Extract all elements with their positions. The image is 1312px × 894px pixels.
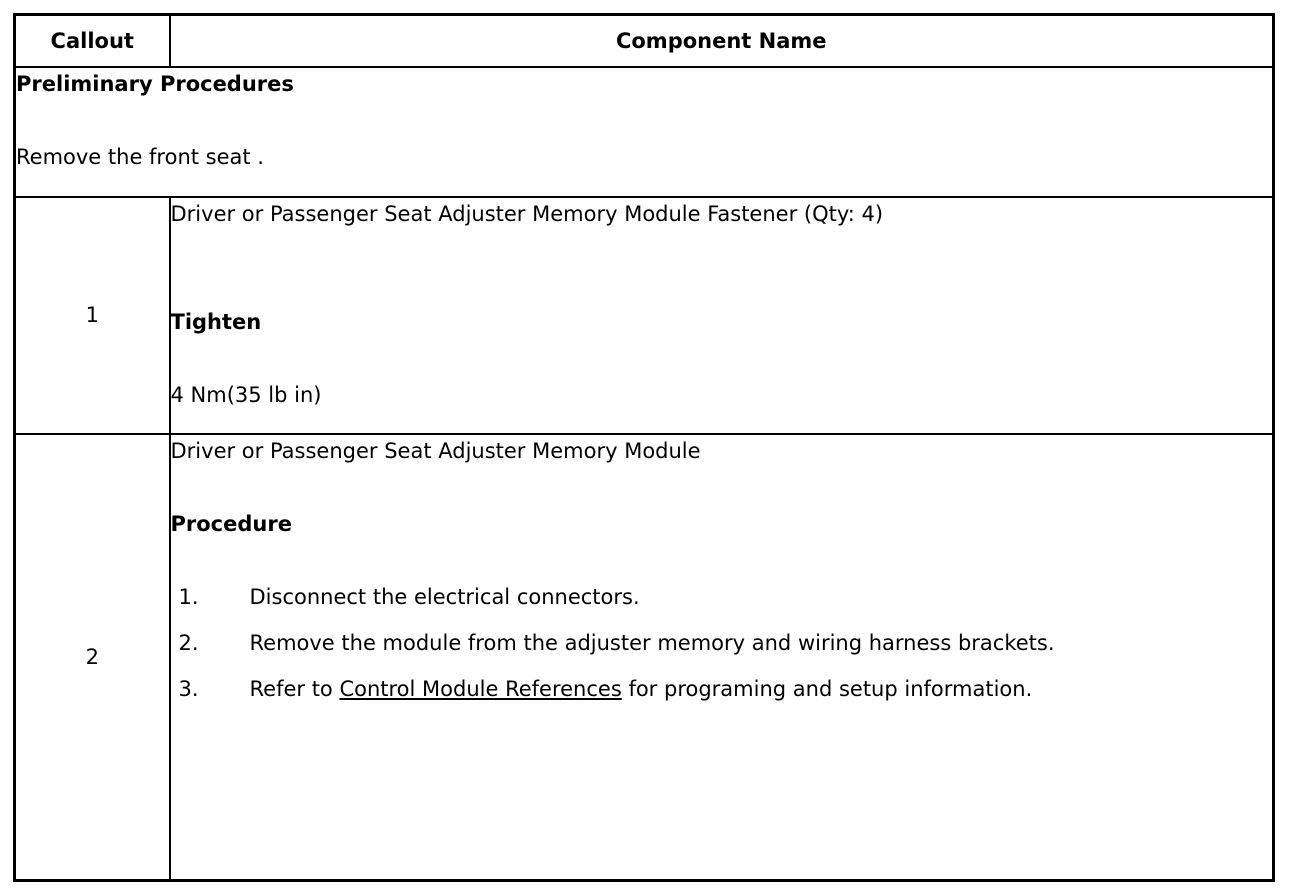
step-2-text: Remove the module from the adjuster memo… — [249, 630, 1055, 655]
torque-spec: 4 Nm(35 lb in) — [170, 382, 322, 407]
procedure-steps-list: 1. Disconnect the electrical connectors.… — [171, 581, 1273, 706]
procedure-step-3: 3. Refer to Control Module References fo… — [171, 673, 1273, 706]
step-1-text: Disconnect the electrical connectors. — [249, 584, 640, 609]
component-cell-1: Driver or Passenger Seat Adjuster Memory… — [168, 195, 1275, 435]
procedure-step-1: 1. Disconnect the electrical connectors. — [171, 581, 1273, 614]
callout-number-1: 1 — [13, 195, 171, 435]
step-text-3: Refer to Control Module References for p… — [250, 673, 1273, 706]
callout-number-2: 2 — [13, 432, 171, 882]
callout-row-1: 1 Driver or Passenger Seat Adjuster Memo… — [13, 195, 1275, 435]
procedure-heading: Procedure — [170, 511, 292, 536]
preliminary-procedures-title: Preliminary Procedures — [16, 71, 294, 96]
component-name-2: Driver or Passenger Seat Adjuster Memory… — [170, 438, 701, 463]
step-text-1: Disconnect the electrical connectors. — [250, 581, 1273, 614]
step-number-3: 3. — [178, 676, 199, 701]
procedure-step-2: 2. Remove the module from the adjuster m… — [171, 627, 1273, 660]
component-name-1: Driver or Passenger Seat Adjuster Memory… — [170, 201, 884, 226]
component-column-header: Component Name — [168, 13, 1275, 68]
control-module-references-link[interactable]: Control Module References — [339, 676, 622, 701]
component-cell-2: Driver or Passenger Seat Adjuster Memory… — [168, 432, 1275, 882]
step-3-text-after-link: for programing and setup information. — [621, 676, 1033, 701]
preliminary-procedures-cell: Preliminary Procedures Remove the front … — [13, 65, 1275, 198]
callout-column-header: Callout — [13, 13, 171, 68]
tighten-heading: Tighten — [170, 309, 262, 334]
component-callout-table: Callout Component Name Preliminary Proce… — [13, 13, 1275, 882]
step-text-2: Remove the module from the adjuster memo… — [250, 627, 1273, 660]
step-3-text-before-link: Refer to — [249, 676, 340, 701]
preliminary-instruction: Remove the front seat . — [16, 144, 264, 169]
preliminary-procedures-row: Preliminary Procedures Remove the front … — [13, 65, 1275, 198]
step-number-1: 1. — [178, 584, 199, 609]
callout-row-2: 2 Driver or Passenger Seat Adjuster Memo… — [13, 432, 1275, 882]
step-number-2: 2. — [178, 630, 199, 655]
table-header-row: Callout Component Name — [13, 13, 1275, 68]
